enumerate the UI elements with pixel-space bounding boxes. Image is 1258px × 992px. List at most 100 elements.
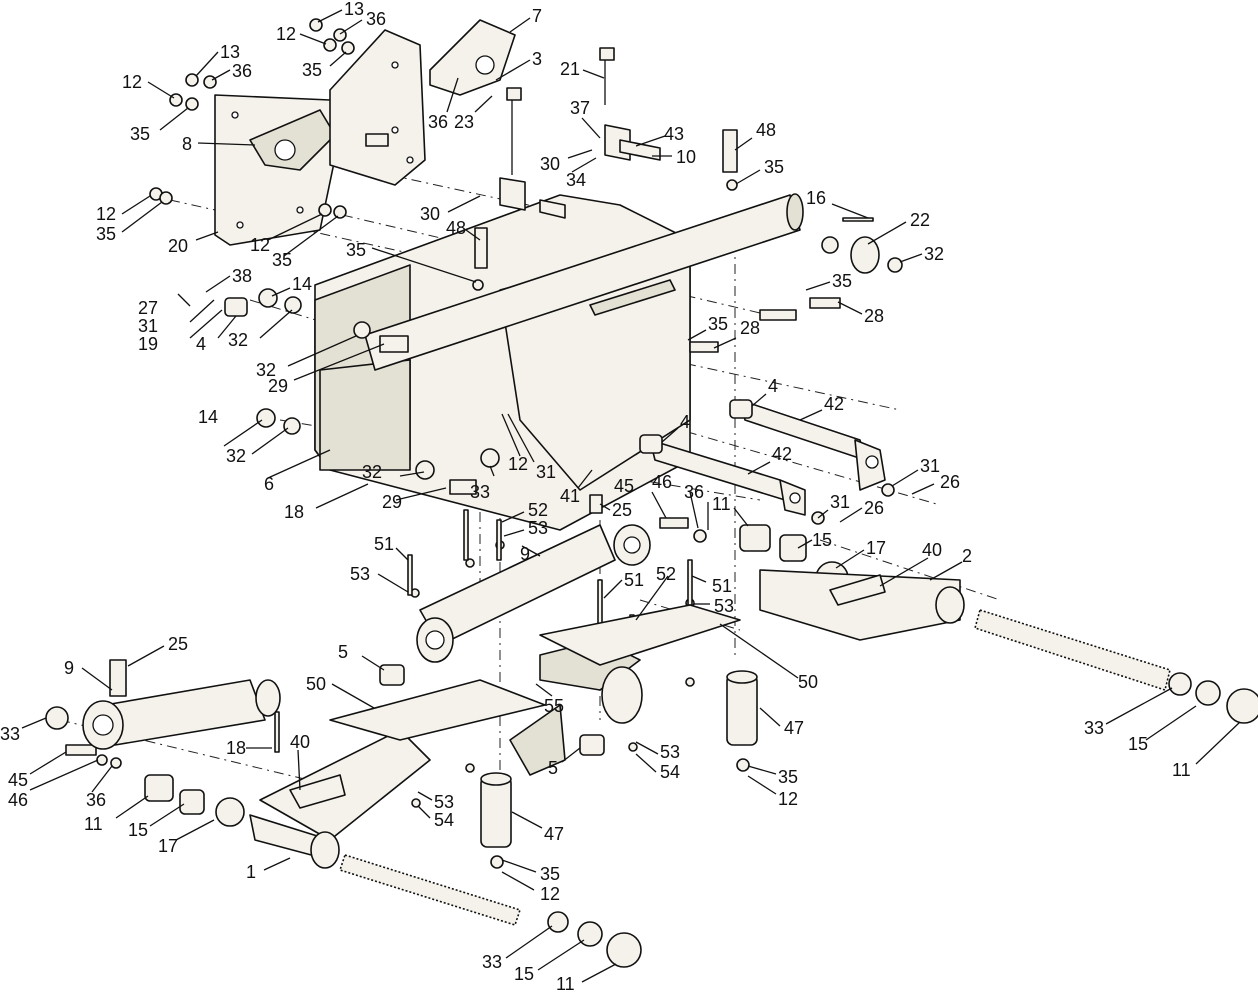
callout: 32: [924, 244, 944, 264]
callout: 9: [64, 658, 74, 678]
callout: 51: [374, 534, 394, 554]
callout: 3: [532, 49, 542, 69]
callout: 17: [158, 836, 178, 856]
callout: 35: [708, 314, 728, 334]
callout: 55: [544, 696, 564, 716]
callout: 32: [228, 330, 248, 350]
callout: 12: [122, 72, 142, 92]
callout: 22: [910, 210, 930, 230]
callout: 12: [276, 24, 296, 44]
callout: 38: [232, 266, 252, 286]
callout: 9: [520, 544, 530, 564]
callout: 35: [540, 864, 560, 884]
callout: 28: [864, 306, 884, 326]
callout: 52: [656, 564, 676, 584]
callout: 15: [1128, 734, 1148, 754]
callout: 51: [712, 576, 732, 596]
callout: 50: [306, 674, 326, 694]
callout: 36: [428, 112, 448, 132]
callout: 12: [540, 884, 560, 904]
callout: 41: [560, 486, 580, 506]
callout-labels: 13 36 12 35 13 36 12 35 8 7 3 36 23 21 3…: [0, 0, 1191, 992]
callout: 35: [272, 250, 292, 270]
callout: 13: [220, 42, 240, 62]
left-mounting-plate: [214, 94, 346, 246]
callout: 4: [680, 412, 690, 432]
pivot-pins: [649, 399, 886, 516]
callout: 32: [226, 446, 246, 466]
callout: 4: [768, 376, 778, 396]
callout: 33: [1084, 718, 1104, 738]
callout: 53: [660, 742, 680, 762]
callout: 53: [350, 564, 370, 584]
callout: 18: [284, 502, 304, 522]
lower-arm-right: [539, 569, 1171, 724]
callout: 28: [740, 318, 760, 338]
callout: 20: [168, 236, 188, 256]
callout: 5: [338, 642, 348, 662]
callout: 12: [508, 454, 528, 474]
callout: 53: [434, 792, 454, 812]
callout: 1: [246, 862, 256, 882]
callout: 19: [138, 334, 158, 354]
callout: 11: [712, 494, 731, 514]
callout: 52: [528, 500, 548, 520]
callout: 37: [570, 98, 590, 118]
callout: 10: [676, 147, 696, 167]
callout: 43: [664, 124, 684, 144]
callout: 14: [292, 274, 312, 294]
callout: 31: [830, 492, 850, 512]
callout: 6: [264, 474, 274, 494]
callout: 35: [778, 767, 798, 787]
top-bracket: [429, 19, 516, 96]
callout: 35: [96, 224, 116, 244]
callout: 11: [556, 974, 575, 992]
callout: 54: [660, 762, 680, 782]
callout: 42: [824, 394, 844, 414]
bolts: [65, 129, 874, 756]
callout: 29: [382, 492, 402, 512]
callout: 18: [226, 738, 246, 758]
guide-brackets: [289, 574, 886, 809]
callout: 15: [128, 820, 148, 840]
callout: 15: [514, 964, 534, 984]
callout: 26: [940, 472, 960, 492]
callout: 47: [784, 718, 804, 738]
callout: 11: [1172, 760, 1191, 780]
callout: 8: [182, 134, 192, 154]
callout: 35: [346, 240, 366, 260]
callout: 25: [168, 634, 188, 654]
callout: 26: [864, 498, 884, 518]
sensors: [499, 47, 661, 219]
callout: 36: [366, 9, 386, 29]
callout: 12: [96, 204, 116, 224]
callout: 35: [130, 124, 150, 144]
leader-lines: [21, 9, 1241, 983]
callout: 47: [544, 824, 564, 844]
end-caps: [606, 688, 1258, 968]
callout: 46: [8, 790, 28, 810]
callout: 27: [138, 298, 158, 318]
callout: 21: [560, 59, 580, 79]
callout: 15: [812, 530, 832, 550]
callout: 4: [196, 334, 206, 354]
cross-tube: [364, 193, 804, 371]
callout: 29: [268, 376, 288, 396]
callout: 40: [290, 732, 310, 752]
callout: 35: [764, 157, 784, 177]
callout: 35: [832, 271, 852, 291]
right-mounting-plate: [329, 29, 426, 186]
callout: 30: [540, 154, 560, 174]
bushings: [144, 297, 807, 815]
callout: 32: [362, 462, 382, 482]
callout: 48: [756, 120, 776, 140]
callout: 33: [470, 482, 490, 502]
callout: 17: [866, 538, 886, 558]
bumpers: [480, 670, 758, 848]
callout: 36: [232, 61, 252, 81]
callout: 12: [778, 789, 798, 809]
callout: 31: [920, 456, 940, 476]
callout: 54: [434, 810, 454, 830]
callout: 7: [532, 6, 542, 26]
callout: 30: [420, 204, 440, 224]
